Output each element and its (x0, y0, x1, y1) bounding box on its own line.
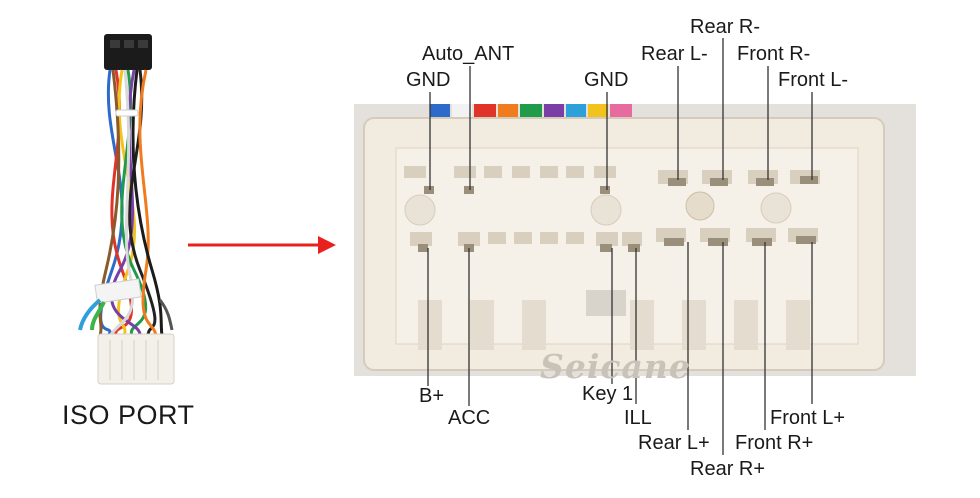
label-gnd-left: GND (406, 69, 451, 91)
iso-harness (78, 34, 175, 385)
label-front-l-minus: Front L- (778, 69, 849, 91)
connector-closeup (354, 104, 916, 376)
label-key1: Key 1 (582, 383, 634, 405)
label-rear-l-minus: Rear L- (641, 43, 708, 65)
label-auto-ant: Auto_ANT (422, 43, 515, 65)
iso-port-caption: ISO PORT (62, 400, 195, 430)
label-front-r-plus: Front R+ (735, 432, 814, 454)
harness-bottom-connector (97, 333, 175, 385)
pointer-arrow (188, 236, 336, 254)
harness-wire-bundle (98, 69, 164, 337)
label-rear-l-plus: Rear L+ (638, 432, 710, 454)
brand-watermark: Seicane (540, 347, 691, 386)
harness-top-connector (104, 34, 152, 70)
label-b-plus: B+ (419, 385, 445, 407)
label-front-l-plus: Front L+ (770, 407, 846, 429)
label-gnd-mid: GND (584, 69, 629, 91)
label-acc: ACC (448, 407, 491, 429)
label-front-r-minus: Front R- (737, 43, 811, 65)
label-ill: ILL (624, 407, 652, 429)
label-rear-r-minus: Rear R- (690, 16, 761, 38)
leader-lines (427, 38, 813, 455)
label-rear-r-plus: Rear R+ (690, 458, 766, 480)
